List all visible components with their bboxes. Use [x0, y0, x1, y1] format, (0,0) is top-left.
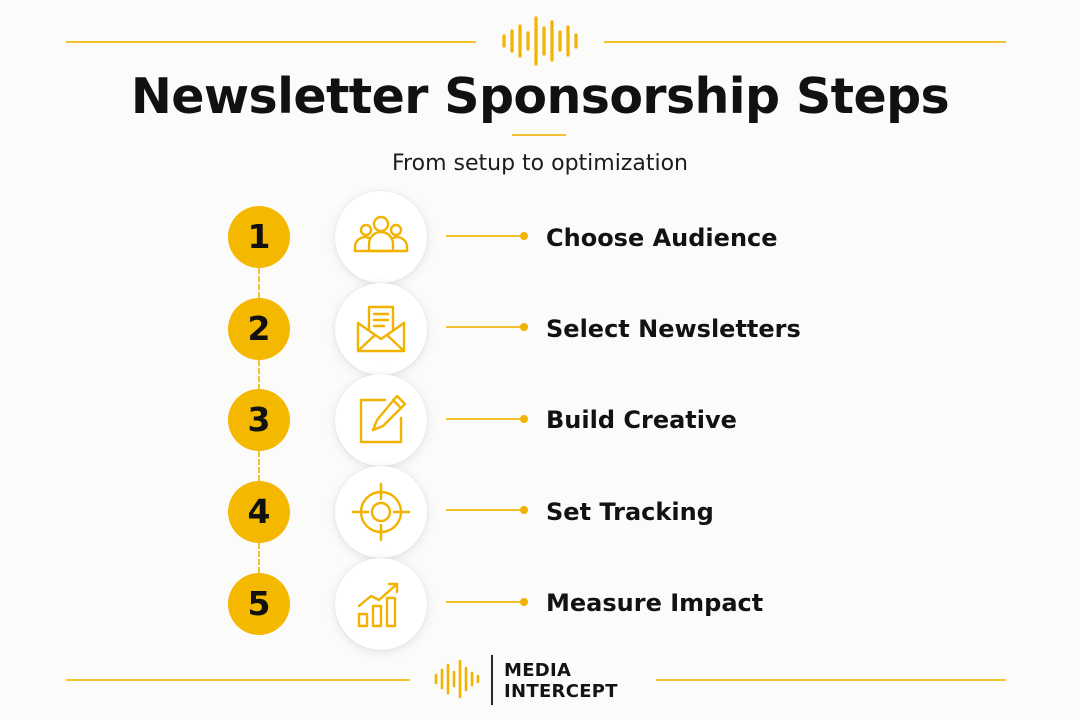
step-icon-badge — [335, 374, 427, 466]
step-label: Build Creative — [546, 406, 737, 434]
envelope-letter-icon — [356, 305, 406, 353]
brand-logo: MEDIA INTERCEPT — [504, 660, 618, 702]
growth-chart-icon — [357, 582, 399, 628]
step-icon-badge — [335, 558, 427, 650]
step-link-line — [446, 509, 524, 511]
footer-rule-left — [66, 679, 410, 681]
step-icon-badge — [335, 283, 427, 375]
step-icon-badge — [335, 191, 427, 283]
edit-pencil-icon — [359, 394, 407, 444]
step-link-dot — [520, 323, 528, 331]
step-number: 2 — [228, 298, 290, 360]
step-link-line — [446, 601, 524, 603]
brand-name-line1: MEDIA — [504, 660, 572, 681]
step-connector — [258, 360, 260, 390]
step-link-line — [446, 235, 524, 237]
brand-divider — [491, 655, 493, 705]
step-connector — [258, 268, 260, 298]
soundwave-icon — [434, 659, 480, 699]
soundwave-icon — [502, 16, 578, 66]
step-number: 4 — [228, 481, 290, 543]
step-label: Set Tracking — [546, 498, 714, 526]
step-icon-badge — [335, 466, 427, 558]
step-link-line — [446, 326, 524, 328]
page-subtitle: From setup to optimization — [392, 151, 688, 176]
step-connector — [258, 543, 260, 573]
step-label: Select Newsletters — [546, 315, 801, 343]
step-link-dot — [520, 232, 528, 240]
step-number: 5 — [228, 573, 290, 635]
step-number: 3 — [228, 389, 290, 451]
step-link-dot — [520, 415, 528, 423]
step-connector — [258, 451, 260, 481]
step-number: 1 — [228, 206, 290, 268]
header-rule-right — [604, 41, 1006, 43]
title-underline — [512, 134, 566, 136]
step-link-dot — [520, 506, 528, 514]
step-label: Choose Audience — [546, 224, 778, 252]
audience-group-icon — [353, 215, 409, 253]
header-rule-left — [66, 41, 476, 43]
brand-name-line2: INTERCEPT — [504, 681, 618, 702]
target-crosshair-icon — [351, 482, 411, 542]
step-label: Measure Impact — [546, 589, 764, 617]
step-link-line — [446, 418, 524, 420]
page-title: Newsletter Sponsorship Steps — [130, 68, 950, 125]
footer-rule-right — [656, 679, 1006, 681]
step-link-dot — [520, 598, 528, 606]
